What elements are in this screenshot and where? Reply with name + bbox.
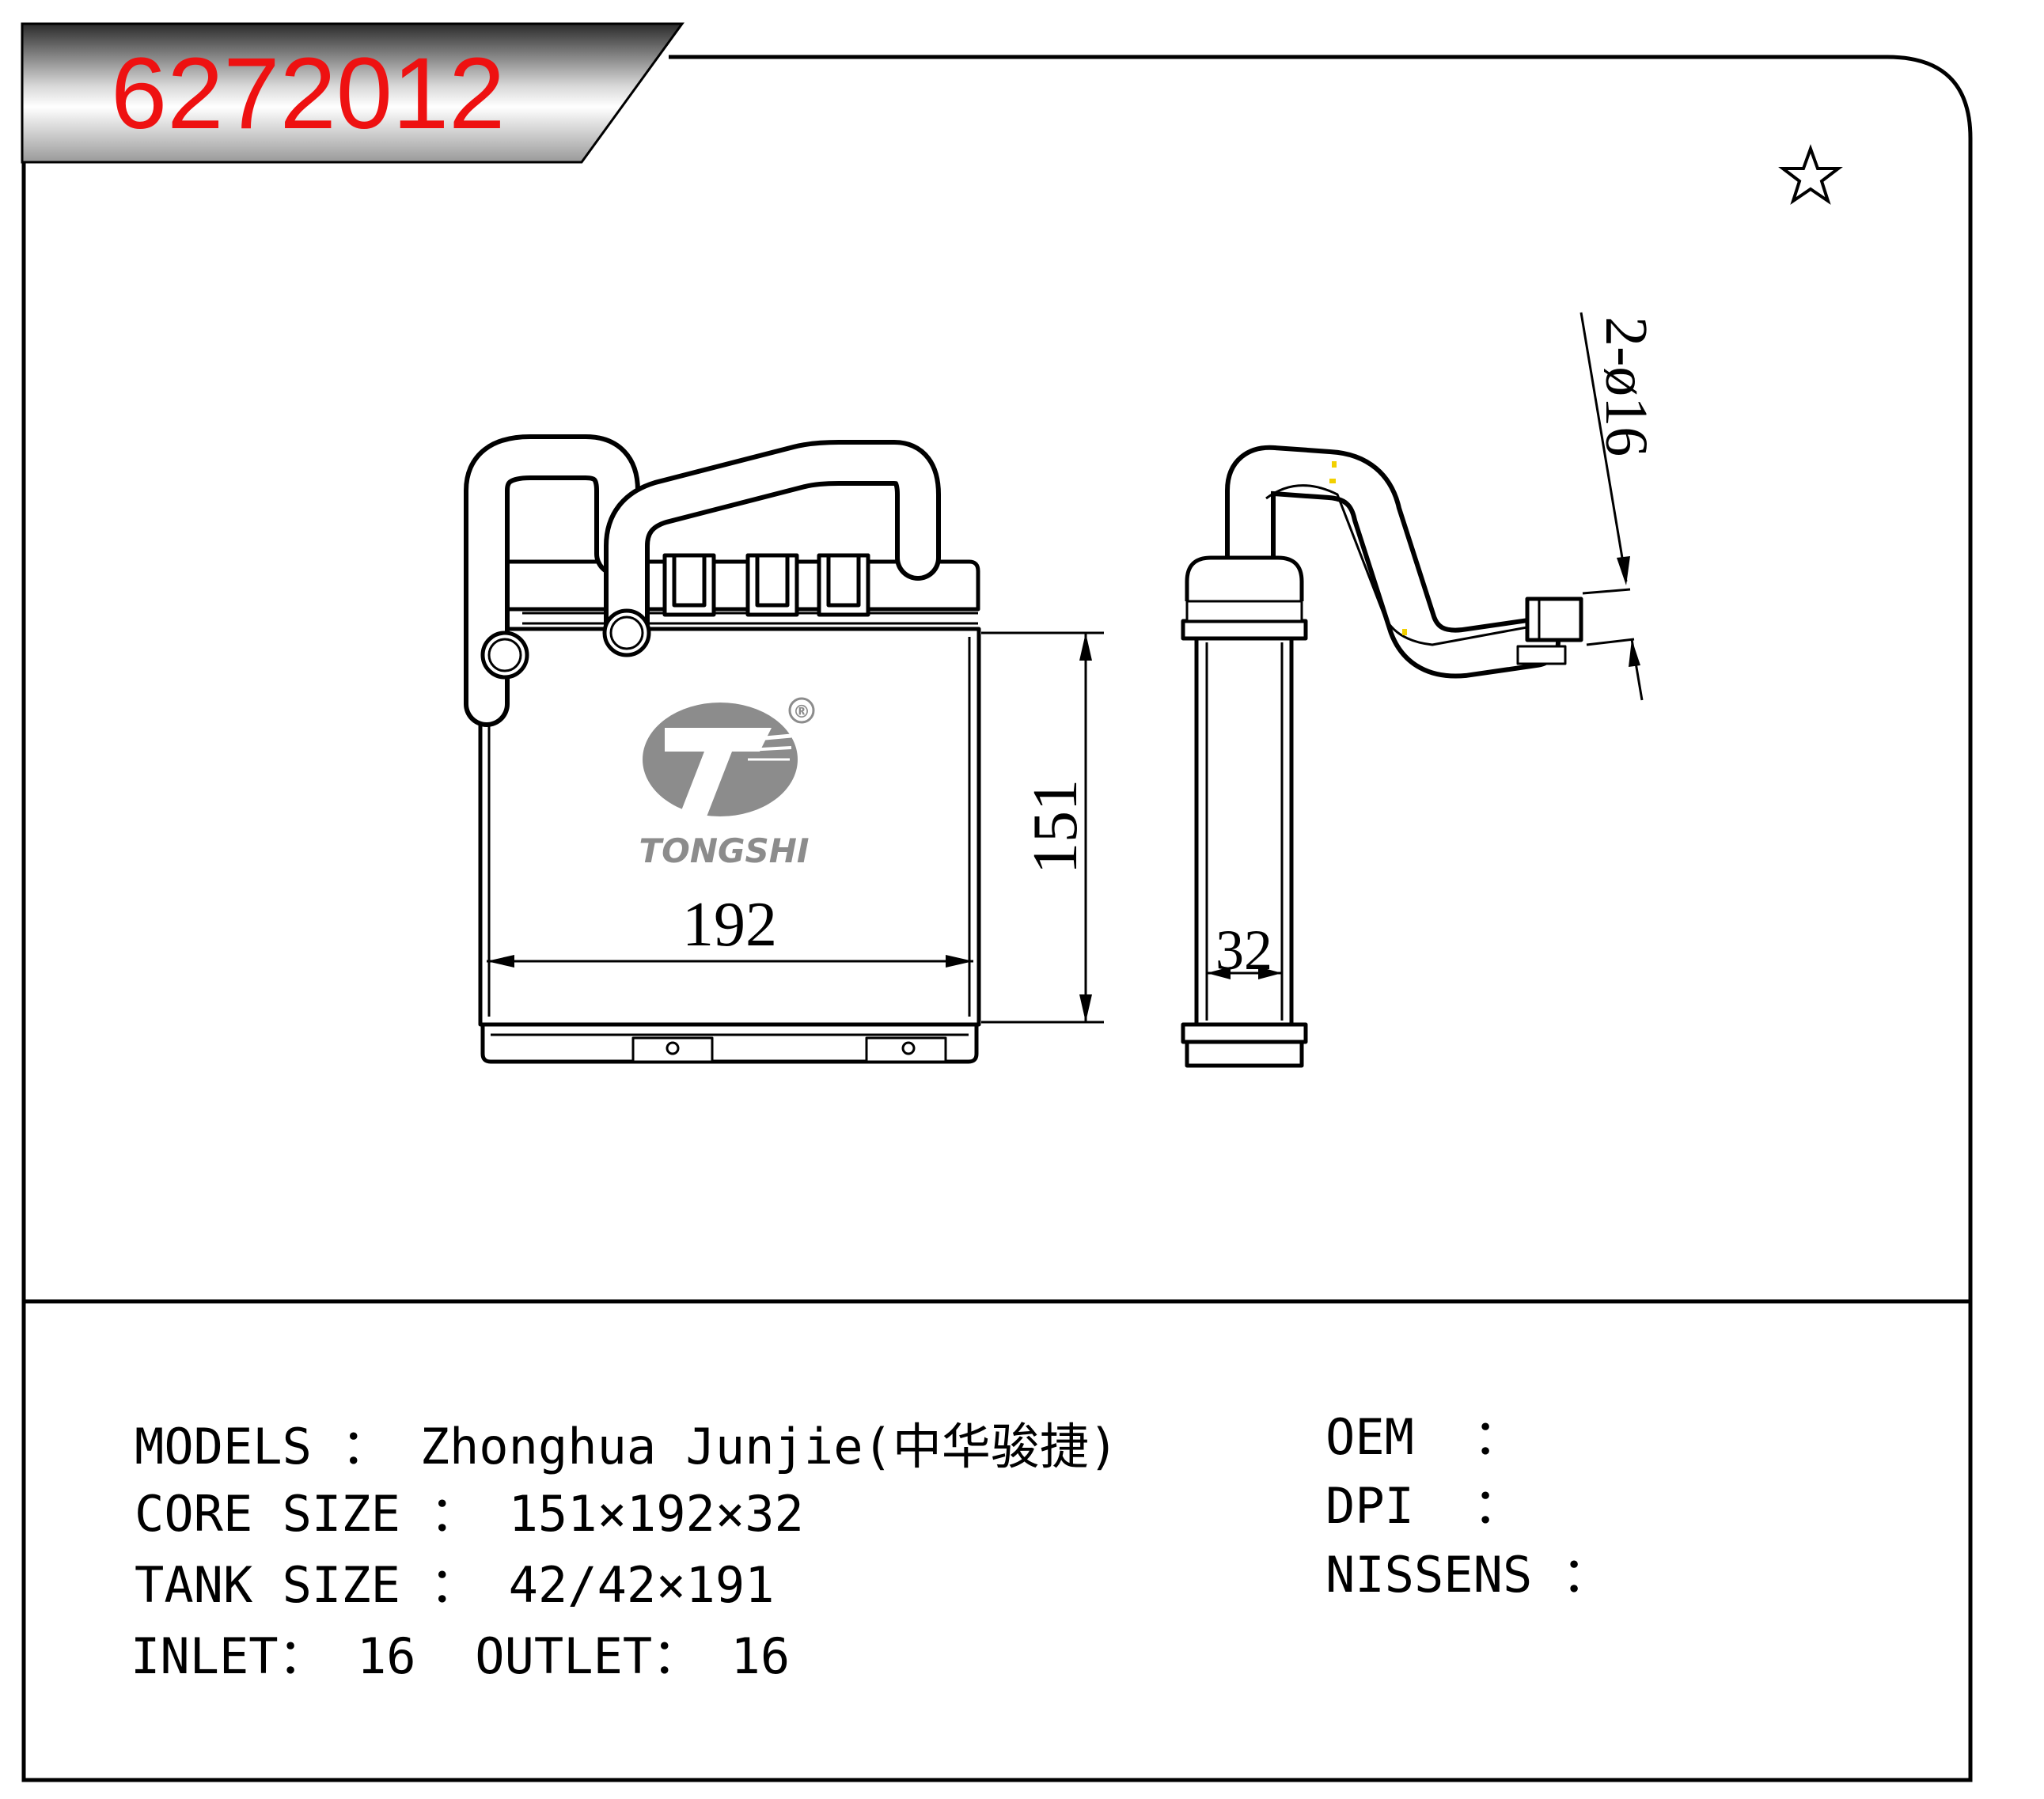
registered-mark: ® [793,703,810,722]
part-number-banner [21,22,684,164]
tongshi-logo [643,697,815,823]
star-icon [1778,144,1843,205]
height-dimension-label: 151 [1021,779,1090,874]
weld-marks [1329,461,1407,635]
oem-line: OEM ： [1325,1408,1523,1466]
side-view-drawing [1181,445,1583,1068]
core-size-line: CORE SIZE ： 151×192×32 [135,1485,804,1543]
part-number: 6272012 [111,37,505,150]
depth-dimension [1207,967,1282,979]
models-line: MODELS ： Zhonghua Junjie(中华骏捷) [135,1418,1118,1475]
pipe-diameter-dimension [1579,312,1644,701]
registered-mark-icon [788,697,815,724]
height-dimension [981,631,1104,1024]
tank-size-line: TANK SIZE ： 42/42×191 [135,1556,775,1614]
pipe-diameter-label: 2-ø16 [1593,316,1659,456]
width-dimension-label: 192 [682,890,777,960]
brand-name: TONGSHI [639,831,809,870]
outer-frame [21,47,1973,1782]
depth-dimension-label: 32 [1215,918,1272,982]
front-view-drawing [464,434,981,1064]
dpi-line: DPI ： [1325,1477,1523,1535]
nissens-line: NISSENS ： [1325,1546,1611,1604]
inlet-outlet-line: INLET： 16 OUTLET： 16 [131,1627,790,1685]
width-dimension [487,955,973,968]
